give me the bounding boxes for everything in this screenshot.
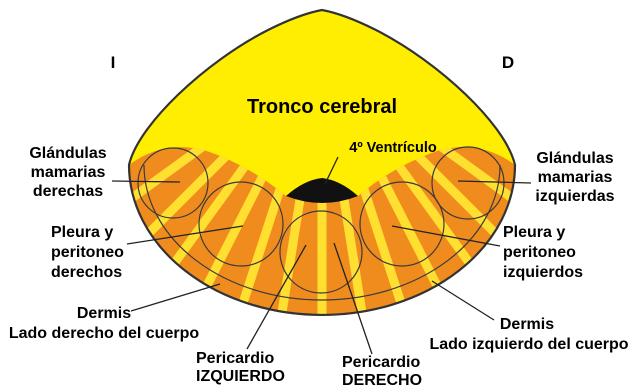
- right-glands-label-line: Glándulas: [536, 150, 613, 167]
- left-dermis-label: Dermis Lado derecho del cuerpo: [9, 305, 199, 342]
- pericardium-right-label-line: Pericardio: [342, 354, 420, 371]
- right-dermis-label: Dermis Lado izquierdo del cuerpo: [429, 316, 628, 353]
- left-glands-label-line: derechas: [33, 183, 103, 200]
- pointer-left-dermis: [131, 284, 220, 311]
- pericardium-left-label: Pericardio IZQUIERDO: [196, 350, 285, 385]
- left-glands-label: Glándulas mamarias derechas: [29, 145, 106, 200]
- pericardium-left-label-line: Pericardio: [196, 350, 274, 367]
- left-pleura-label-line: peritoneo: [51, 244, 124, 261]
- pericardium-right-label: Pericardio DERECHO: [342, 354, 422, 388]
- left-dermis-label-line: Dermis: [77, 305, 131, 322]
- right-pleura-label: Pleura y peritoneo izquierdos: [503, 224, 583, 281]
- right-dermis-label-line: Lado izquierdo del cuerpo: [429, 336, 628, 353]
- left-glands-label-line: mamarias: [31, 164, 106, 181]
- right-dermis-label-line: Dermis: [500, 316, 554, 333]
- right-glands-label: Glándulas mamarias izquierdas: [535, 150, 614, 205]
- pericardium-right-label-line: DERECHO: [342, 372, 422, 388]
- left-pleura-label-line: derechos: [51, 264, 122, 281]
- right-glands-label-line: izquierdas: [535, 188, 614, 205]
- right-pleura-label-line: izquierdos: [503, 264, 583, 281]
- left-pleura-label: Pleura y peritoneo derechos: [51, 224, 124, 281]
- pointer-right-dermis: [432, 281, 494, 320]
- side-marker-left: I: [111, 53, 116, 72]
- brainstem-label: Tronco cerebral: [247, 96, 397, 118]
- right-pleura-label-line: peritoneo: [503, 244, 576, 261]
- pericardium-left-label-line: IZQUIERDO: [196, 368, 285, 385]
- right-glands-label-line: mamarias: [538, 169, 613, 186]
- right-pleura-label-line: Pleura y: [503, 224, 565, 241]
- ventricle-label: 4º Ventrículo: [349, 140, 437, 156]
- left-dermis-label-line: Lado derecho del cuerpo: [9, 325, 199, 342]
- side-marker-right: D: [502, 53, 514, 72]
- left-glands-label-line: Glándulas: [29, 145, 106, 162]
- left-pleura-label-line: Pleura y: [51, 224, 113, 241]
